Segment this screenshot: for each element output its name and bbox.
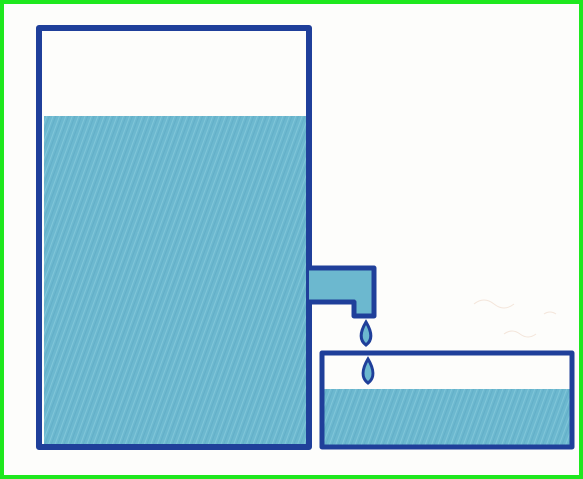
small-tank	[322, 353, 572, 447]
large-tank-water	[44, 116, 306, 446]
outlet-pipe-water	[309, 270, 372, 314]
faint-sketch-marks	[474, 300, 556, 337]
large-tank	[39, 28, 309, 447]
small-tank-water	[324, 389, 570, 445]
water-drop	[361, 322, 371, 345]
tank-illustration	[4, 4, 583, 479]
water-drop	[363, 359, 373, 383]
outlet-pipe	[309, 268, 374, 316]
